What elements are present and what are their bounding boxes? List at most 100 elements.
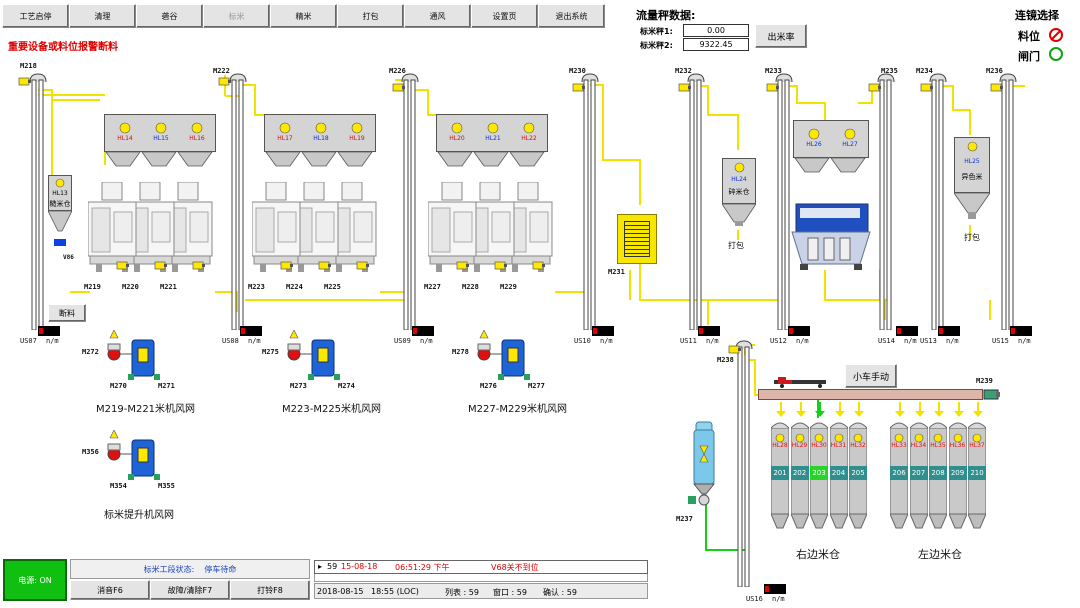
dust-fan-unit[interactable] bbox=[468, 329, 548, 390]
color-sorter[interactable] bbox=[790, 198, 872, 272]
bell-button[interactable]: 打铃F8 bbox=[230, 580, 310, 600]
level-lamp-icon bbox=[834, 433, 843, 443]
level-lamp-icon bbox=[808, 128, 820, 140]
hl25-bin: HL25 异色米 bbox=[954, 137, 990, 193]
machine-motor-icon[interactable] bbox=[192, 256, 206, 275]
power-indicator: 电源: ON bbox=[3, 559, 67, 601]
bucket-elevator[interactable] bbox=[775, 73, 793, 336]
m237-tower[interactable] bbox=[688, 420, 720, 510]
event-message: V68关不到位 bbox=[491, 563, 539, 572]
bucket-elevator[interactable] bbox=[401, 73, 419, 336]
car-manual-button[interactable]: 小车手动 bbox=[845, 364, 897, 388]
bin-hoppers bbox=[264, 151, 376, 176]
shuttle-car[interactable] bbox=[760, 374, 830, 392]
machine-motor-icon[interactable] bbox=[494, 256, 508, 275]
speed-unit-label: n/m bbox=[420, 337, 433, 345]
elevator-motor-icon[interactable] bbox=[868, 78, 882, 97]
status-window: 窗口 : 59 bbox=[493, 588, 527, 597]
fan-network-caption: M219-M221米机风网 bbox=[96, 404, 196, 415]
dust-fan-unit[interactable] bbox=[98, 329, 178, 390]
fan-motor-label: M271 bbox=[158, 382, 175, 390]
speed-display bbox=[698, 326, 720, 336]
machine-motor-icon[interactable] bbox=[280, 256, 294, 275]
cut-feed-button[interactable]: 断料 bbox=[48, 304, 86, 322]
bucket-elevator[interactable] bbox=[29, 73, 47, 336]
elevator-motor-icon[interactable] bbox=[678, 78, 692, 97]
elevator-motor-icon[interactable] bbox=[572, 78, 586, 97]
level-lamp-icon bbox=[814, 433, 824, 443]
scale2-label: 标米秤2: bbox=[640, 41, 673, 50]
elevator-label: M222 bbox=[213, 67, 230, 75]
machine-motor-icon[interactable] bbox=[318, 256, 332, 275]
dust-fan-unit[interactable] bbox=[278, 329, 358, 390]
yield-rate-button[interactable]: 出米率 bbox=[755, 24, 807, 48]
menu-packing[interactable]: 打包 bbox=[337, 4, 404, 28]
bucket-elevator[interactable] bbox=[877, 73, 895, 336]
bin-id-label: HL17 bbox=[277, 135, 293, 142]
machine-label: M229 bbox=[500, 283, 517, 291]
event-row[interactable]: ▸ 59 15-08-18 06:51:29 下午 V68关不到位 bbox=[314, 560, 648, 574]
fan-motor-label: M277 bbox=[528, 382, 545, 390]
silo-hl-label: HL35 bbox=[930, 442, 946, 449]
gate-ok-icon[interactable] bbox=[1048, 46, 1064, 62]
feed-arrow-icon bbox=[834, 402, 846, 422]
silo-hl-label: HL34 bbox=[910, 442, 927, 449]
level-lamp-icon bbox=[315, 119, 327, 138]
rice-whitener[interactable] bbox=[427, 181, 480, 280]
dust-fan-unit[interactable] bbox=[98, 429, 178, 490]
m231-label: M231 bbox=[608, 268, 625, 276]
machine-motor-icon[interactable] bbox=[154, 256, 168, 275]
rice-whitener[interactable] bbox=[251, 181, 304, 280]
fan-motor-label: M278 bbox=[452, 348, 469, 356]
elevator-label: M234 bbox=[916, 67, 933, 75]
silence-button[interactable]: 消音F6 bbox=[70, 580, 150, 600]
hl25-hopper bbox=[954, 193, 990, 219]
bucket-elevator[interactable] bbox=[581, 73, 599, 336]
menu-settings[interactable]: 设置页 bbox=[471, 4, 538, 28]
fault-clear-button[interactable]: 故障/清除F7 bbox=[150, 580, 230, 600]
m231-sifter[interactable] bbox=[617, 214, 657, 264]
elevator-motor-icon[interactable] bbox=[218, 72, 232, 91]
event-marker-icon: ▸ bbox=[318, 562, 323, 571]
elevator-motor-icon[interactable] bbox=[990, 78, 1004, 97]
menu-exit-system[interactable]: 退出系统 bbox=[538, 4, 605, 28]
machine-motor-icon[interactable] bbox=[356, 256, 370, 275]
elevator-motor-icon[interactable] bbox=[18, 72, 32, 91]
bucket-elevator[interactable] bbox=[229, 73, 247, 336]
m239-label: M239 bbox=[976, 377, 993, 385]
elevator-motor-icon[interactable] bbox=[766, 78, 780, 97]
menu-standard-rice[interactable]: 标米 bbox=[203, 4, 270, 28]
machine-motor-icon[interactable] bbox=[456, 256, 470, 275]
elevator-motor-icon[interactable] bbox=[728, 340, 742, 359]
elevator-motor-icon[interactable] bbox=[392, 78, 406, 97]
level-prohibit-icon[interactable] bbox=[1048, 27, 1064, 43]
silo-number: 201 bbox=[773, 469, 787, 477]
level-lamp-icon bbox=[775, 428, 785, 447]
rice-whitener[interactable] bbox=[87, 181, 140, 280]
level-lamp-icon bbox=[953, 428, 963, 447]
menu-polished-rice[interactable]: 精米 bbox=[270, 4, 337, 28]
bucket-elevator[interactable] bbox=[735, 340, 753, 593]
menu-cleaning[interactable]: 清理 bbox=[69, 4, 136, 28]
machine-label: M227 bbox=[424, 283, 441, 291]
elevator-motor-icon[interactable] bbox=[920, 78, 934, 97]
bucket-elevator[interactable] bbox=[687, 73, 705, 336]
menu-hulling[interactable]: 砻谷 bbox=[136, 4, 203, 28]
bucket-elevator[interactable] bbox=[929, 73, 947, 336]
m239-motor[interactable] bbox=[982, 387, 1002, 403]
menu-process-start-stop[interactable]: 工艺启停 bbox=[2, 4, 69, 28]
bucket-elevator[interactable] bbox=[999, 73, 1017, 336]
machine-motor-icon[interactable] bbox=[116, 256, 130, 275]
menu-ventilation[interactable]: 通风 bbox=[404, 4, 471, 28]
machine-motor-icon[interactable] bbox=[532, 256, 546, 275]
